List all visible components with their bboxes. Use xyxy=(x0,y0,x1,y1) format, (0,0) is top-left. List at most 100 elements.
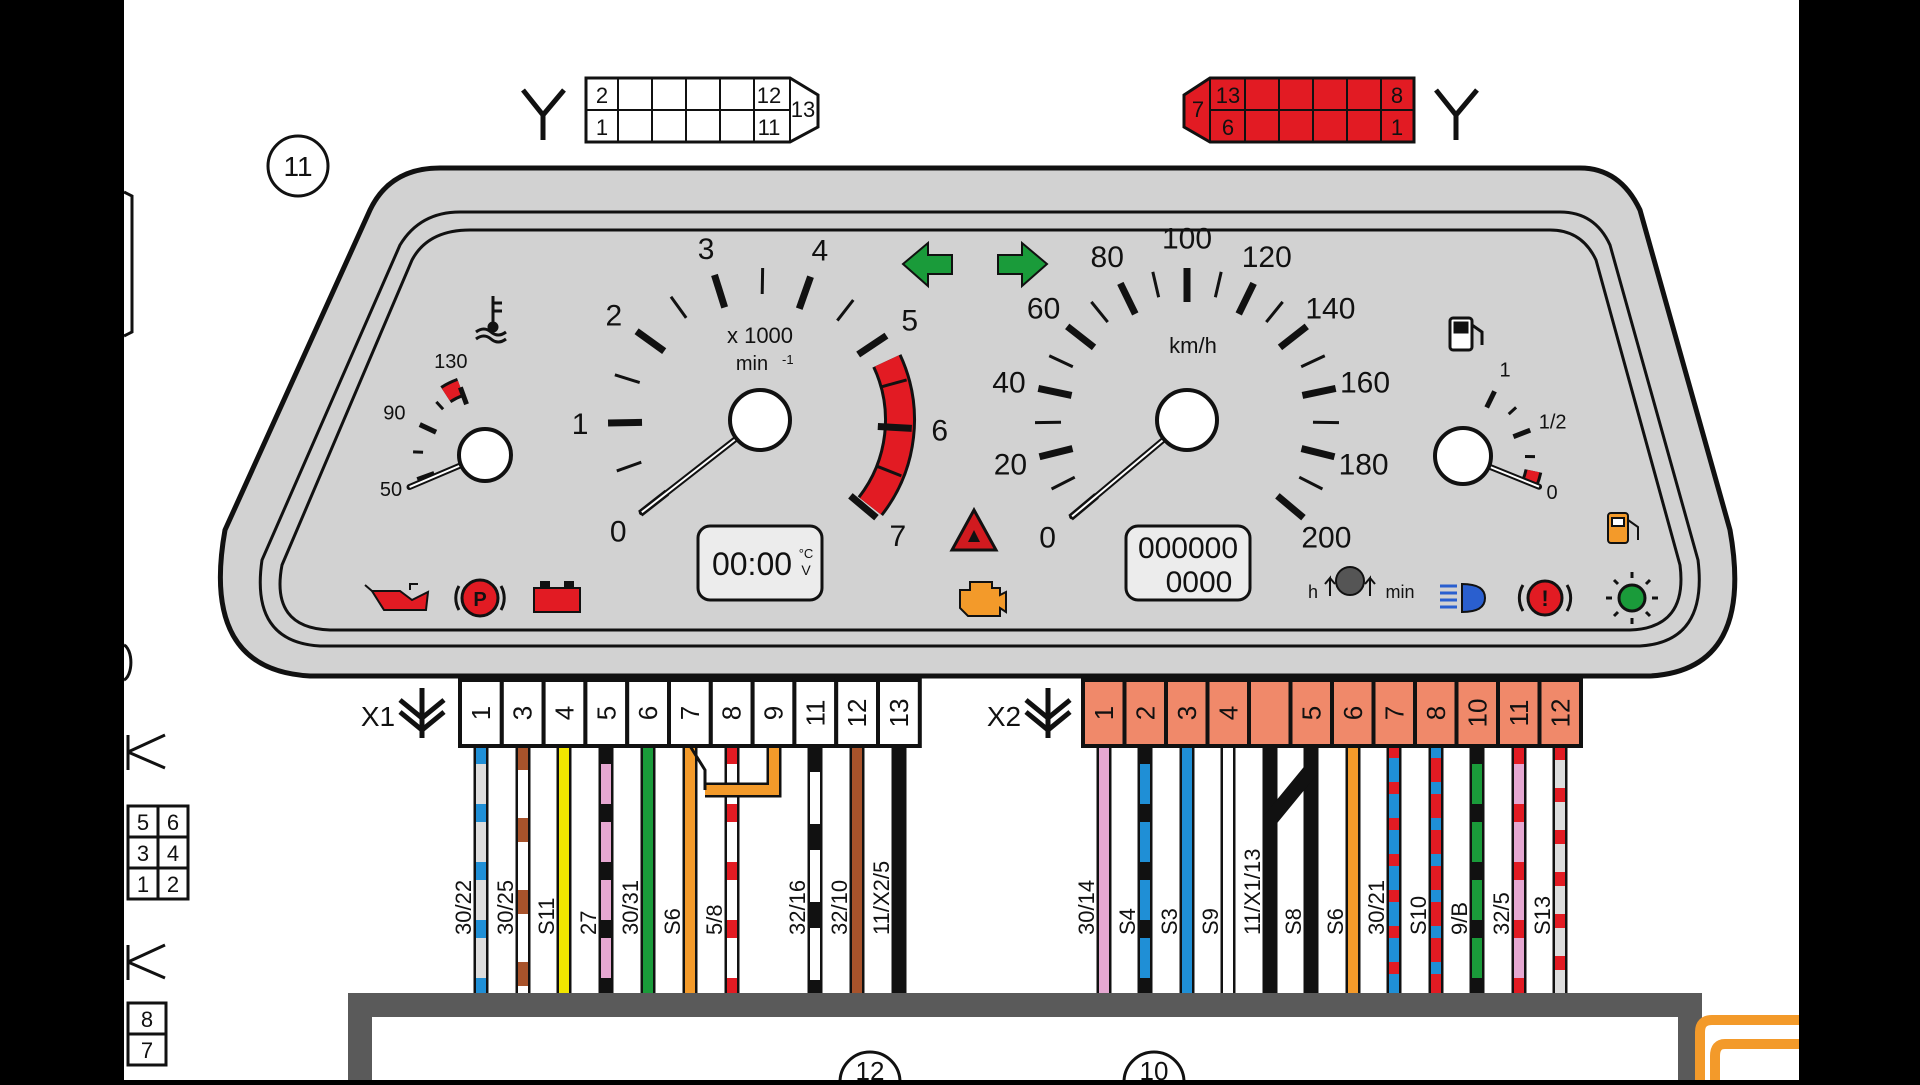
gauge-label: 100 xyxy=(1162,223,1212,256)
wire-label: 30/14 xyxy=(1074,880,1099,935)
wire-label: S11 xyxy=(534,897,559,935)
gauge-label: 180 xyxy=(1339,449,1389,482)
letterbox-left xyxy=(0,0,124,1080)
pin-number: 5 xyxy=(591,706,621,720)
pin-number: 6 xyxy=(633,706,663,720)
pin-label: 6 xyxy=(1222,115,1234,140)
gauge-hub xyxy=(1157,390,1217,450)
wire-label: S13 xyxy=(1530,896,1555,935)
pin-number: 4 xyxy=(167,841,179,866)
pin-number: 11 xyxy=(800,700,830,727)
pin-number: 7 xyxy=(675,706,705,720)
letterbox-right xyxy=(1799,0,1920,1080)
wire-label: 30/25 xyxy=(493,880,518,935)
wire-label: 5/8 xyxy=(702,904,727,935)
pin-number: 1 xyxy=(466,706,496,720)
gauge-label: 20 xyxy=(994,449,1027,482)
side-connector-b: 87 xyxy=(128,1003,166,1065)
wire-label: S6 xyxy=(660,908,685,935)
callout-cluster-label: 11 xyxy=(283,151,312,182)
pin-number: 3 xyxy=(508,706,538,720)
gauge-label: 50 xyxy=(380,479,402,501)
gauge-label: 200 xyxy=(1301,521,1351,554)
pin-number: 5 xyxy=(137,810,149,835)
odometer-display: 000000 0000 xyxy=(1126,526,1250,600)
wire-label: 32/10 xyxy=(827,880,852,935)
connector-x2-label: X2 xyxy=(987,701,1021,732)
gauge-label: 5 xyxy=(901,305,918,338)
gauge-hub xyxy=(459,429,511,481)
wire-label: 30/21 xyxy=(1364,880,1389,935)
pin-number: 10 xyxy=(1462,699,1492,728)
wire-label: S4 xyxy=(1115,908,1140,935)
tach-unit-label: x 1000 xyxy=(727,323,793,348)
wire-label: S9 xyxy=(1198,908,1223,935)
clock-display: 00:00 °C V xyxy=(698,526,822,600)
wire-label: 27 xyxy=(576,911,601,935)
tach-unit-exponent: -1 xyxy=(782,352,794,367)
service-knob-icon xyxy=(1336,567,1364,595)
pin-label: 8 xyxy=(1391,83,1403,108)
pin-number: 6 xyxy=(167,810,179,835)
pin-number: 11 xyxy=(1504,700,1534,727)
speed-unit-label: km/h xyxy=(1169,333,1217,358)
tach-unit-min: min xyxy=(736,353,768,375)
pin-label: 11 xyxy=(758,115,781,140)
pin-number: 9 xyxy=(759,706,789,720)
pin-number: 6 xyxy=(1338,706,1368,720)
gauge-label: 40 xyxy=(992,367,1025,400)
gauge-label: 130 xyxy=(434,351,467,373)
pin-label: 12 xyxy=(757,83,781,108)
gauge-label: 0 xyxy=(1546,482,1557,504)
odometer-trip: 0000 xyxy=(1166,566,1233,599)
wire-label: 11/X1/13 xyxy=(1240,849,1265,935)
wire-label: 11/X2/5 xyxy=(869,861,894,935)
gauge-hub xyxy=(730,390,790,450)
pin-number: 1 xyxy=(137,872,149,897)
major-tick xyxy=(878,426,912,428)
gauge-hub xyxy=(1435,428,1491,484)
pin-number: 7 xyxy=(141,1038,153,1063)
service-hours-label: h xyxy=(1308,582,1318,602)
pin-number: 7 xyxy=(1379,706,1409,720)
gauge-label: 90 xyxy=(383,403,405,425)
pin-cell xyxy=(1249,680,1291,746)
wire-label: S10 xyxy=(1406,896,1431,935)
pin-number: 2 xyxy=(167,872,179,897)
gauge-label: 4 xyxy=(812,235,829,268)
wire-label: 30/22 xyxy=(451,880,476,935)
gauge-label: 80 xyxy=(1091,241,1124,274)
pin-number: 2 xyxy=(1130,706,1160,720)
clock-value: 00:00 xyxy=(712,546,792,582)
pin-number: 3 xyxy=(1172,706,1202,720)
pin-label: 2 xyxy=(596,83,608,108)
wire-label: S8 xyxy=(1281,908,1306,935)
wire-label: 32/16 xyxy=(785,880,810,935)
pin-label: 7 xyxy=(1192,97,1204,122)
pin-number: 13 xyxy=(884,699,914,728)
gauge-label: 60 xyxy=(1027,292,1060,325)
service-min-label: min xyxy=(1385,582,1414,602)
gauge-label: 2 xyxy=(606,299,623,332)
callout-cluster: 11 xyxy=(268,136,328,196)
clock-unit-temp: °C xyxy=(799,546,814,561)
pin-number: 3 xyxy=(137,841,149,866)
major-tick xyxy=(608,422,642,423)
gauge-label: 7 xyxy=(890,520,907,553)
pin-label: 13 xyxy=(1216,83,1240,108)
gauge-label: 0 xyxy=(1039,521,1056,554)
pin-number: 8 xyxy=(141,1007,153,1032)
pin-label: 1 xyxy=(1391,115,1403,140)
pin-number: 12 xyxy=(842,699,872,728)
gauge-label: 1/2 xyxy=(1539,412,1567,434)
callout-bottom-left-label: 12 xyxy=(856,1056,885,1080)
svg-text:P: P xyxy=(473,589,486,611)
pin-label: 13 xyxy=(791,97,815,122)
wire-label: 32/5 xyxy=(1489,892,1514,935)
pin-number: 5 xyxy=(1296,706,1326,720)
pin-number: 8 xyxy=(717,706,747,720)
gauge-label: 1 xyxy=(1500,360,1511,382)
pin-number: 8 xyxy=(1421,706,1451,720)
